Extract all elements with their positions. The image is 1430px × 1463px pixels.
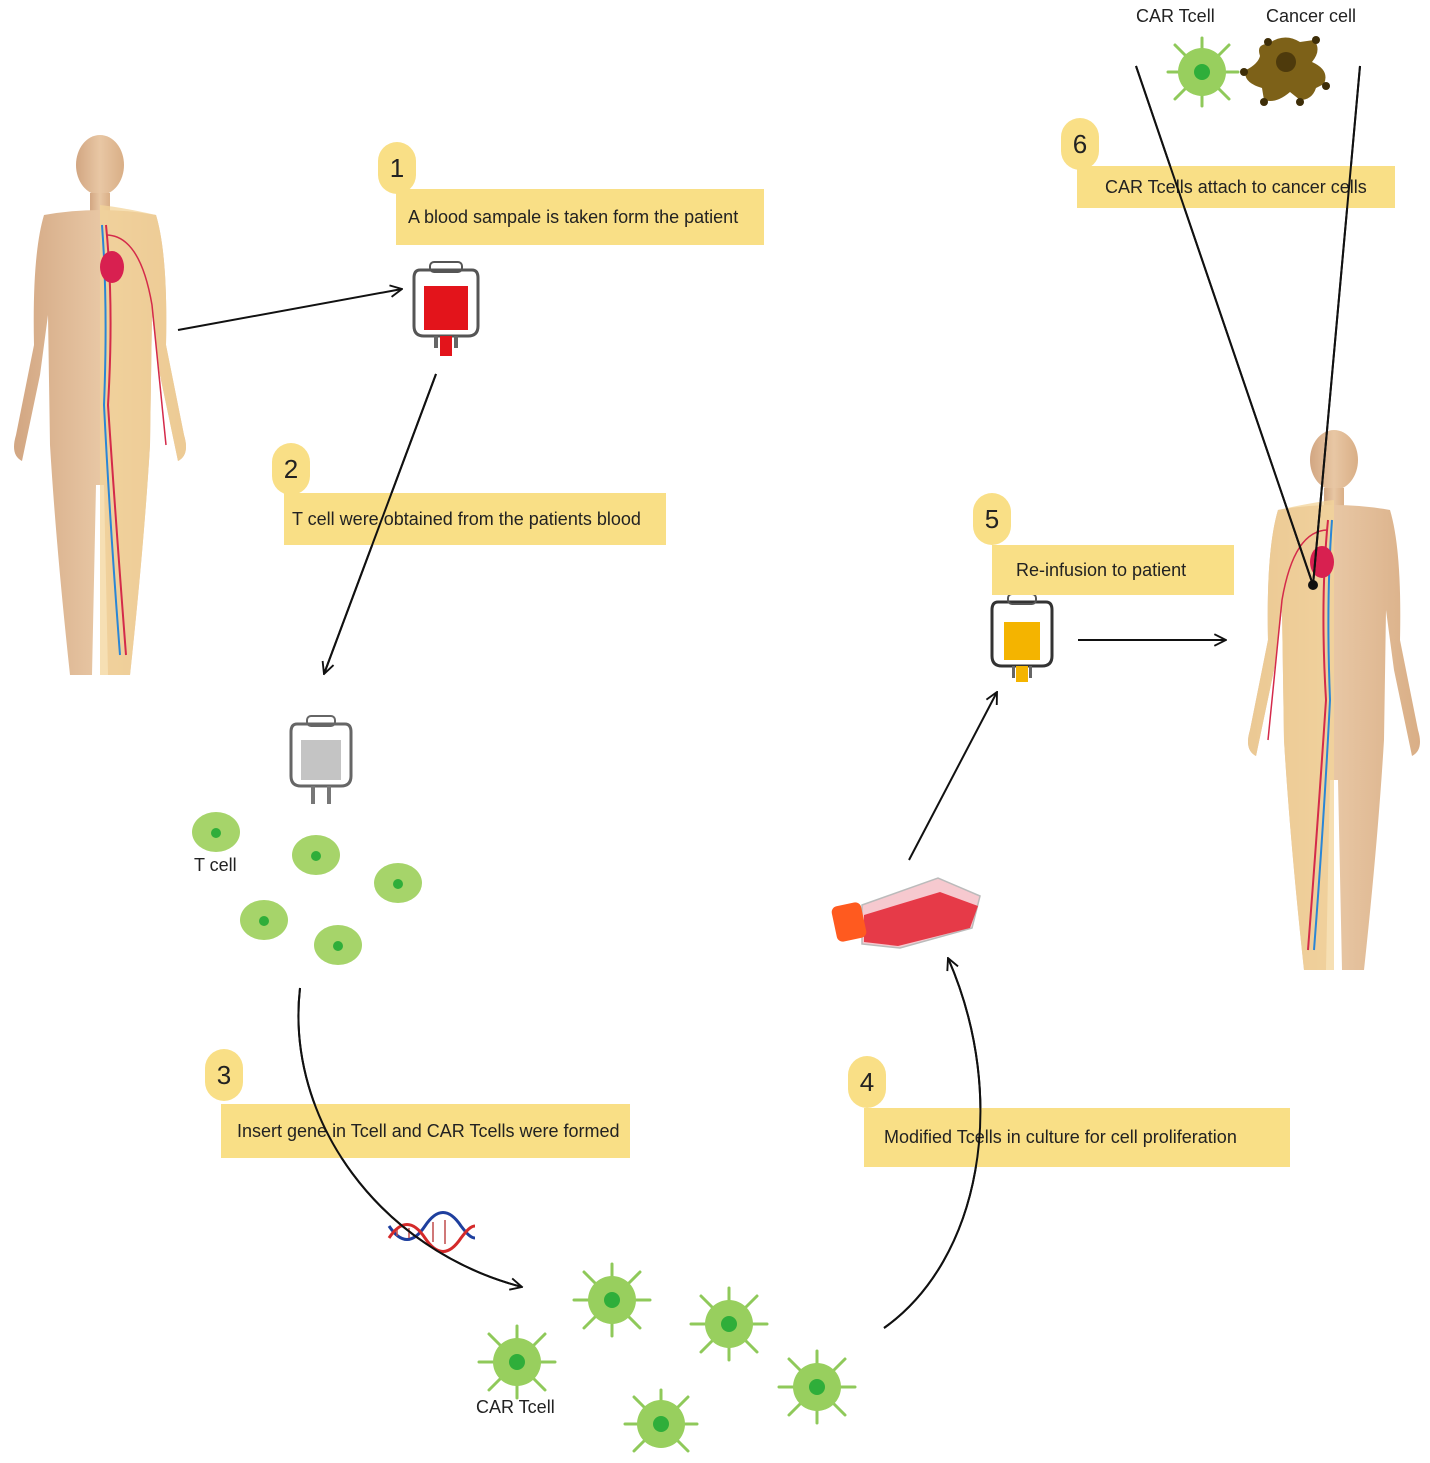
step-3-label: Insert gene in Tcell and CAR Tcells were… — [221, 1104, 630, 1158]
arrow-to-blood-bag — [177, 289, 402, 331]
patient-body-icon — [14, 135, 186, 675]
step-3-number: 3 — [205, 1049, 243, 1101]
empty-bag-icon — [289, 715, 353, 804]
step-1-number: 1 — [378, 142, 416, 194]
t-cell-icon — [292, 835, 340, 875]
dna-icon — [387, 1211, 476, 1253]
arrow-to-infusion-bag — [908, 692, 997, 861]
car-t-cell-icon — [477, 1324, 557, 1400]
step-4-number: 4 — [848, 1056, 886, 1108]
car-t-cell-icon — [689, 1286, 769, 1362]
step-5-number: 5 — [973, 493, 1011, 545]
t-cell-icon — [314, 925, 362, 965]
step-2-number: 2 — [272, 443, 310, 495]
car-t-cell-icon — [572, 1262, 652, 1338]
infusion-bag-icon — [990, 593, 1054, 682]
car-t-cell-icon — [1166, 36, 1240, 108]
culture-flask-icon — [831, 877, 981, 949]
t-cell-label: T cell — [194, 855, 237, 875]
car-t-cell-icon — [777, 1349, 857, 1425]
step-1-label: A blood sampale is taken form the patien… — [396, 189, 764, 245]
patient-body-icon — [1248, 430, 1420, 970]
t-cell-icon — [240, 900, 288, 940]
t-cell-icon — [374, 863, 422, 903]
car-t-cell-icon — [623, 1388, 699, 1453]
step-6-label: CAR Tcells attach to cancer cells — [1077, 166, 1395, 208]
cancer-cell-icon — [1240, 36, 1330, 106]
car-t-cell-top-label: CAR Tcell — [1136, 6, 1215, 26]
car-t-cell-label: CAR Tcell — [476, 1397, 555, 1417]
step-4-label: Modified Tcells in culture for cell prol… — [864, 1108, 1290, 1167]
t-cell-icon — [192, 812, 240, 852]
step-2-label: T cell were obtained from the patients b… — [284, 493, 666, 545]
car-t-cell-group — [477, 1262, 857, 1453]
blood-bag-icon — [412, 261, 480, 356]
step-6-number: 6 — [1061, 118, 1099, 170]
t-cell-group — [192, 812, 422, 965]
step-5-label: Re-infusion to patient — [992, 545, 1234, 595]
cancer-cell-label: Cancer cell — [1266, 6, 1357, 26]
